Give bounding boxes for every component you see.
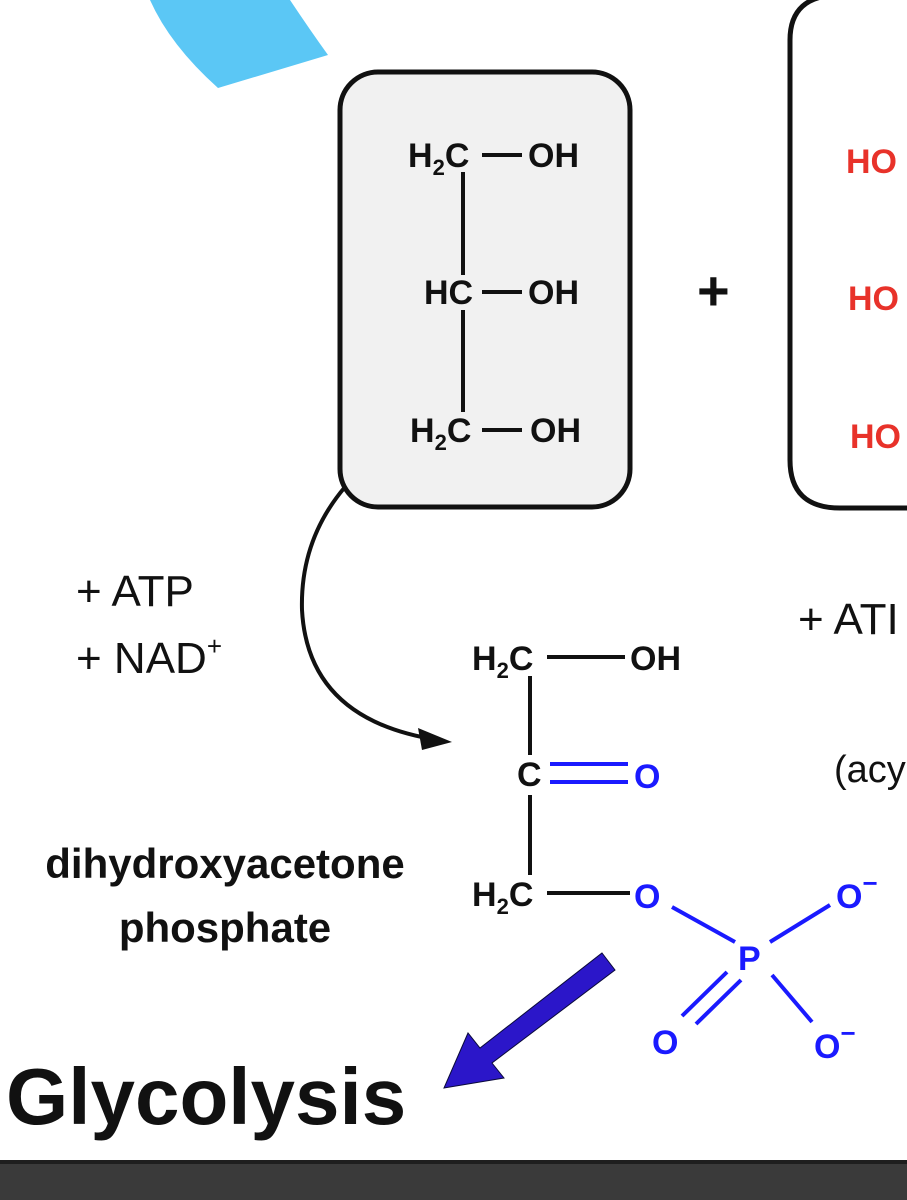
dhap-o-minus-bot: O−	[814, 1018, 856, 1066]
cyan-arrow-fragment	[150, 0, 328, 88]
acyl-partial: (acy	[834, 749, 906, 791]
cofactor-atp: + ATP	[76, 567, 194, 616]
dhap-top-oh: OH	[630, 640, 681, 678]
fatty-acid-hydroxyls: HO HO HO	[846, 143, 901, 456]
dhap-name-line1: dihydroxyacetone	[45, 840, 404, 887]
glycerol-top-group: H2C	[408, 137, 469, 180]
glycolysis-label: Glycolysis	[6, 1052, 406, 1141]
glycerol-bonds	[461, 153, 522, 432]
dhap-structure: H2C OH C O H2C O P O− O− O	[472, 640, 878, 1066]
ho-label-3: HO	[850, 418, 901, 456]
glycerol-bot-group: H2C	[410, 412, 471, 455]
ho-label-1: HO	[846, 143, 897, 181]
cofactor-atp-right: + ATI	[798, 595, 899, 644]
glycerol-mid-group: HC	[424, 274, 473, 312]
cofactors-left: + ATP + NAD+	[76, 567, 222, 683]
dhap-double-o: O	[652, 1024, 678, 1062]
dhap-carbonyl-c: C	[517, 756, 542, 794]
plus-sign: +	[697, 259, 730, 322]
right-molecule-box	[787, 0, 907, 511]
footer-bar-edge	[0, 1160, 907, 1164]
cofactors-right: + ATI (acy	[798, 595, 906, 791]
glycerol-box	[337, 69, 633, 510]
dhap-bridge-o: O	[634, 878, 660, 916]
glycerol-top-oh: OH	[528, 137, 579, 175]
glycolysis-arrow	[443, 952, 616, 1089]
dhap-name: dihydroxyacetone phosphate	[45, 840, 404, 951]
dhap-name-line2: phosphate	[119, 904, 331, 951]
dhap-carbonyl-o: O	[634, 758, 660, 796]
dhap-o-minus-top: O−	[836, 868, 878, 916]
ho-label-2: HO	[848, 280, 899, 318]
reaction-curve-arrowhead	[418, 728, 452, 750]
dhap-bottom-group: H2C	[472, 876, 533, 919]
reaction-curve-arrow	[299, 485, 439, 742]
dhap-bonds	[528, 655, 832, 1026]
dhap-top-group: H2C	[472, 640, 533, 683]
footer-bar	[0, 1160, 907, 1200]
glycerol-bot-oh: OH	[530, 412, 581, 450]
dhap-phosphorus: P	[738, 940, 761, 978]
glycerol-structure: H2C OH HC OH H2C OH	[408, 137, 581, 455]
glycerol-mid-oh: OH	[528, 274, 579, 312]
cofactor-nad: + NAD+	[76, 631, 222, 683]
